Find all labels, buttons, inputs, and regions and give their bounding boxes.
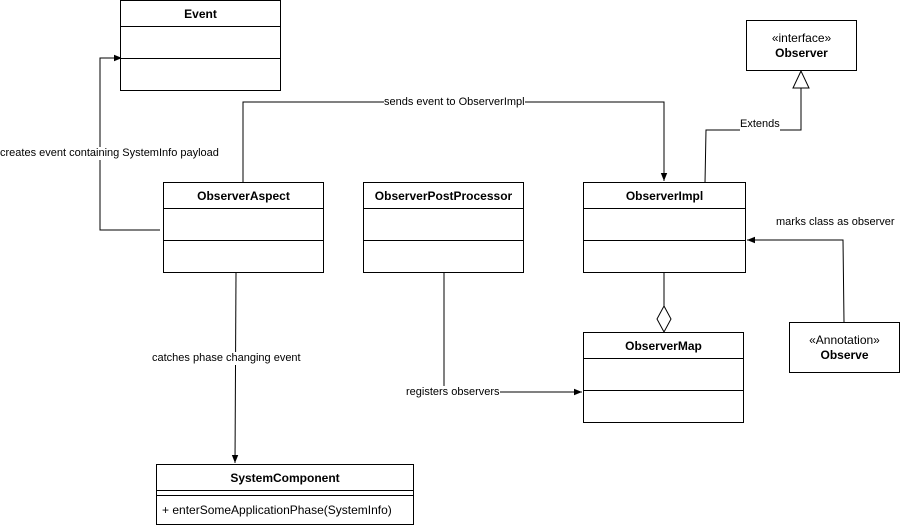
label-extends: Extends <box>740 118 780 131</box>
class-system-component[interactable]: SystemComponent + enterSomeApplicationPh… <box>156 464 414 525</box>
class-observer-map[interactable]: ObserverMap <box>583 332 744 423</box>
annotation-observe-stereotype: «Annotation» <box>809 332 880 347</box>
label-marks-class: marks class as observer <box>776 216 895 229</box>
class-observer-impl[interactable]: ObserverImpl <box>583 182 746 273</box>
label-registers-observers: registers observers <box>406 386 500 399</box>
interface-observer[interactable]: «interface» Observer <box>746 20 857 71</box>
class-observer-post-processor-name: ObserverPostProcessor <box>364 183 523 209</box>
class-observer-map-attributes <box>584 359 743 391</box>
edge-extends <box>704 88 802 184</box>
class-event-attributes <box>121 27 280 59</box>
label-creates-event: creates event containing SystemInfo payl… <box>0 147 219 160</box>
edge-sends-event <box>242 101 668 183</box>
annotation-observe[interactable]: «Annotation» Observe <box>789 322 900 373</box>
class-event-methods <box>121 59 280 91</box>
class-observer-impl-attributes <box>584 209 745 241</box>
class-observer-aspect-methods <box>164 241 323 273</box>
class-observer-map-methods <box>584 391 743 423</box>
class-system-component-name: SystemComponent <box>157 465 413 491</box>
generalization-triangle-icon <box>792 69 810 89</box>
class-observer-aspect-attributes <box>164 209 323 241</box>
class-event[interactable]: Event <box>120 0 281 91</box>
edge-marks-class <box>747 236 845 323</box>
class-observer-post-processor-attributes <box>364 209 523 241</box>
interface-observer-name: Observer <box>775 45 828 60</box>
label-sends-event: sends event to ObserverImpl <box>384 96 525 109</box>
label-catches-phase: catches phase changing event <box>152 352 301 365</box>
class-observer-aspect[interactable]: ObserverAspect <box>163 182 324 273</box>
annotation-observe-name: Observe <box>820 347 869 362</box>
class-observer-post-processor[interactable]: ObserverPostProcessor <box>363 182 524 273</box>
edge-registers-observers <box>443 273 582 396</box>
class-observer-impl-methods <box>584 241 745 273</box>
edge-creates-event <box>99 54 160 231</box>
class-observer-map-name: ObserverMap <box>584 333 743 359</box>
aggregation-diamond-icon <box>656 304 672 334</box>
edge-catches-phase <box>231 272 239 464</box>
interface-observer-stereotype: «interface» <box>771 30 832 45</box>
class-observer-impl-name: ObserverImpl <box>584 183 745 209</box>
class-system-component-attributes <box>157 491 413 496</box>
class-system-component-method: + enterSomeApplicationPhase(SystemInfo) <box>162 503 392 517</box>
class-observer-aspect-name: ObserverAspect <box>164 183 323 209</box>
class-observer-post-processor-methods <box>364 241 523 273</box>
class-event-name: Event <box>121 1 280 27</box>
